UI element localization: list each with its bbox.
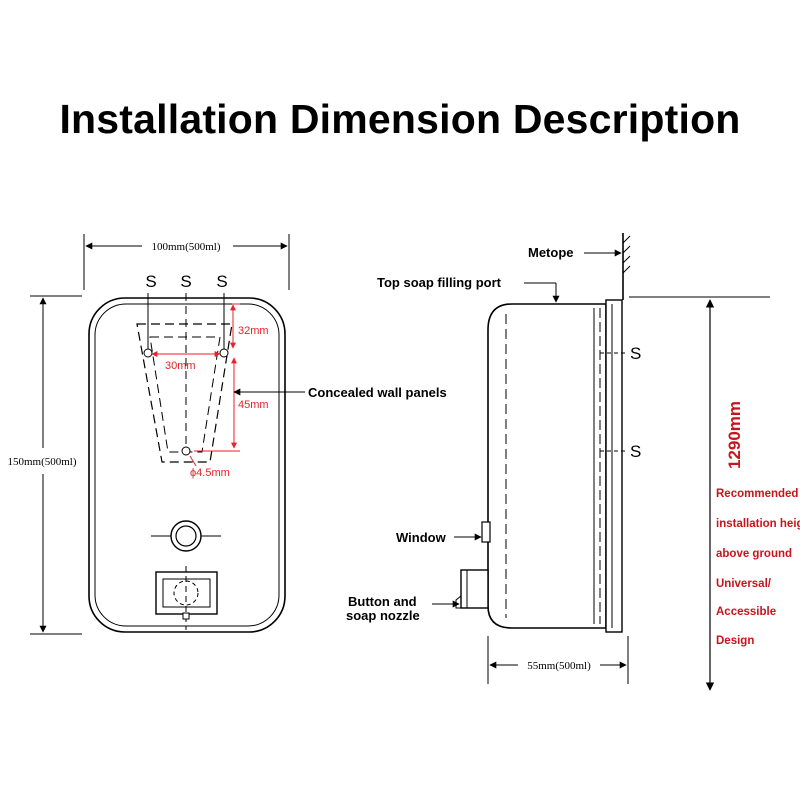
wall-hatch-3 xyxy=(622,255,631,264)
front-view: 100mm(500ml) 150mm(500ml) S S S 32mm 30m… xyxy=(7,234,447,635)
nozzle-tip xyxy=(182,612,190,620)
note-line-3: above ground xyxy=(716,548,792,560)
dim-hole-label: ϕ4.5mm xyxy=(190,467,230,479)
wall-hatch-4 xyxy=(622,265,631,274)
side-screw-symbol-1: S xyxy=(630,344,641,363)
note-line-6: Design xyxy=(716,635,754,647)
dim-hole-leader xyxy=(189,455,197,467)
width-dimension: 100mm(500ml) xyxy=(151,241,220,253)
mount-hole-left xyxy=(143,348,153,358)
dim-30-label: 30mm xyxy=(165,360,196,372)
side-nozzle xyxy=(455,595,462,609)
dispenser-front-inner xyxy=(94,303,280,627)
depth-dimension: 55mm(500ml) xyxy=(527,660,591,672)
mount-hole-bottom xyxy=(181,446,191,456)
back-plate xyxy=(605,299,623,633)
side-screw-symbol-2: S xyxy=(630,442,641,461)
note-line-2: installation height xyxy=(716,518,800,530)
side-view: Metope Top soap filling port S S Window … xyxy=(346,233,800,691)
dim-32-label: 32mm xyxy=(238,325,269,337)
top-port-label: Top soap filling port xyxy=(377,275,502,290)
screw-symbol-left: S xyxy=(145,272,156,291)
screw-symbol-center: S xyxy=(180,272,191,291)
button-label-line1: Button and xyxy=(348,594,417,609)
height-dimension: 150mm(500ml) xyxy=(7,456,76,468)
page-title: Installation Dimension Description xyxy=(59,96,741,142)
note-line-4: Universal/ xyxy=(716,578,772,590)
note-line-5: Accessible xyxy=(716,606,776,618)
window-label: Window xyxy=(396,530,447,545)
concealed-panel-inner xyxy=(149,336,221,453)
wall-hatch-1 xyxy=(622,235,631,244)
screw-symbol-right: S xyxy=(216,272,227,291)
install-height-label: 1290mm xyxy=(725,401,744,469)
note-line-1: Recommended xyxy=(716,488,798,500)
concealed-label: Concealed wall panels xyxy=(308,385,447,400)
front-window-outer xyxy=(170,520,202,552)
wall-hatch-2 xyxy=(622,245,631,254)
metope-label: Metope xyxy=(528,245,574,260)
dim-45-label: 45mm xyxy=(238,399,269,411)
side-window xyxy=(481,521,491,543)
front-window-inner xyxy=(175,525,197,547)
dispenser-front-outer xyxy=(88,297,286,633)
mount-hole-right xyxy=(219,348,229,358)
side-button xyxy=(460,569,489,609)
concealed-panel-outline xyxy=(136,323,233,463)
button-label-line2: soap nozzle xyxy=(346,608,420,623)
